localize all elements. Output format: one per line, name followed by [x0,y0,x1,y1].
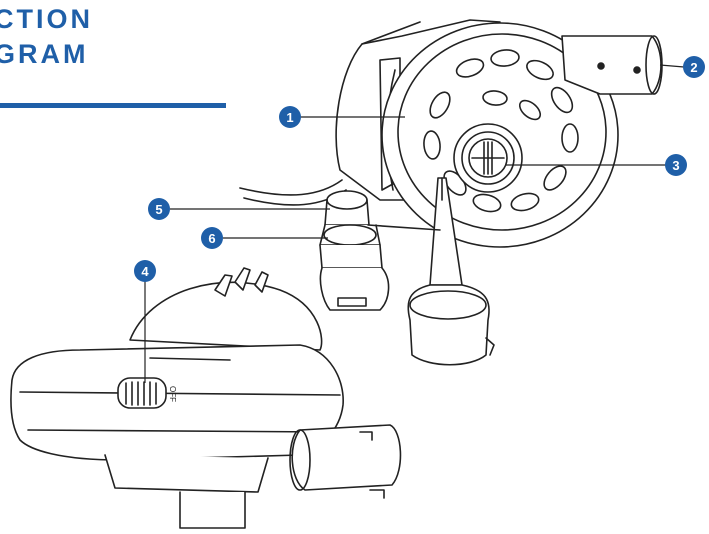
title-line-1: CTION [0,4,93,34]
callout-3: 3 [665,154,687,176]
svg-text:5: 5 [155,202,162,217]
large-nozzle [407,177,495,366]
callout-leaders [144,64,685,383]
callout-4: 4 [134,260,156,282]
small-nozzle [319,190,441,311]
callout-1: 1 [279,106,301,128]
switch-off-label: OFF [168,386,177,402]
svg-text:3: 3 [672,158,679,173]
svg-text:6: 6 [208,231,215,246]
diagram-title: CTION GRAM [0,2,93,72]
callout-5: 5 [148,198,170,220]
svg-text:1: 1 [286,110,293,125]
callout-6: 6 [201,227,223,249]
title-underline [0,103,226,108]
svg-text:2: 2 [690,60,697,75]
callout-2: 2 [683,56,705,78]
pump-unit-lower [10,267,402,529]
title-line-2: GRAM [0,39,89,69]
svg-text:4: 4 [141,264,149,279]
